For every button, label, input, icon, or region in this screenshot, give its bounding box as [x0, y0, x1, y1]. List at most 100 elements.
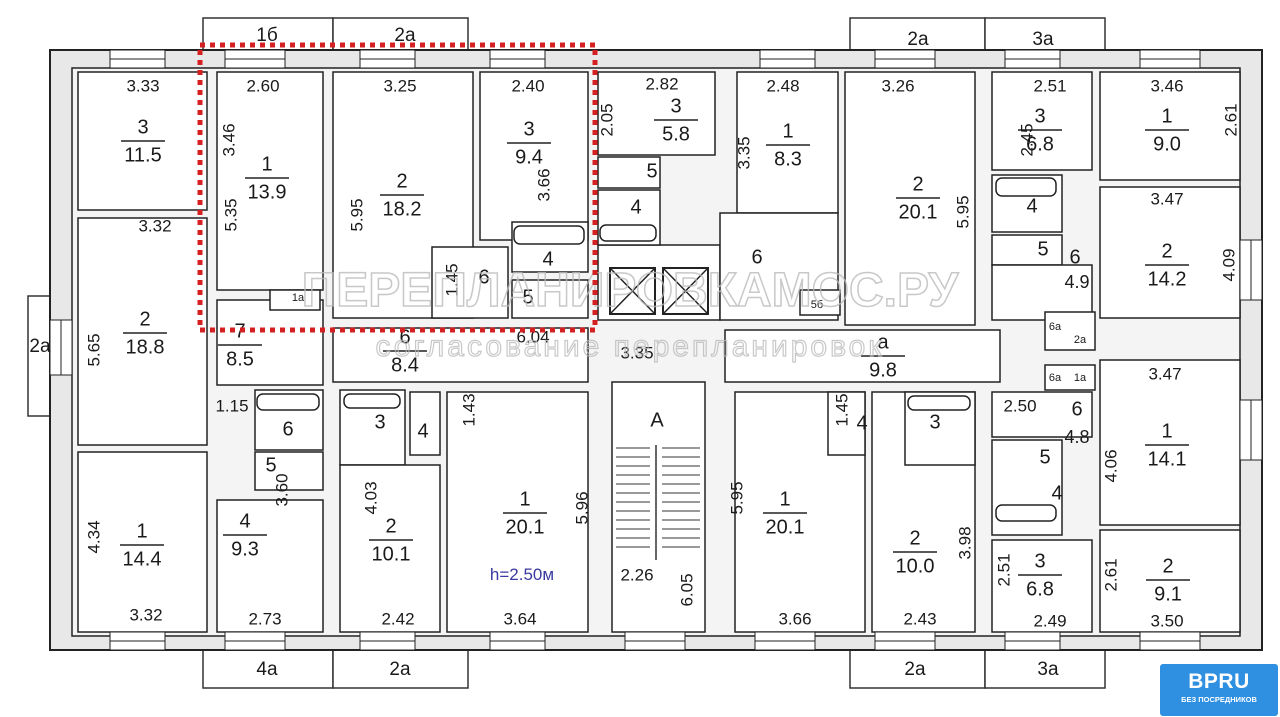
room-area: 14.4: [123, 548, 162, 570]
room-label: 1а: [292, 292, 305, 304]
bpru-logo[interactable]: BPRU БЕЗ ПОСРЕДНИКОВ: [1160, 664, 1278, 716]
room-number: а: [877, 331, 889, 353]
room-label: 4: [856, 412, 867, 434]
room-number: 2: [912, 173, 923, 195]
room-number: 2: [1161, 240, 1172, 262]
dimension-label: 2.26: [620, 565, 653, 584]
room-label: 6: [751, 246, 762, 268]
bathtub-icon: [513, 225, 585, 245]
dimension-label: 2.50: [1003, 396, 1036, 415]
room: [1099, 71, 1241, 181]
room-number: 2: [139, 308, 150, 330]
room: [611, 381, 706, 633]
balcony: [984, 649, 1106, 689]
dimension-label: 4.03: [361, 481, 380, 514]
balcony: [984, 17, 1106, 51]
room-area: 20.1: [766, 516, 805, 538]
room-number: 4: [239, 510, 250, 532]
room-label: 4: [417, 420, 428, 442]
dimension-label: 2.51: [1033, 76, 1066, 95]
dimension-label: 5.95: [727, 481, 746, 514]
fixtures: [49, 49, 1263, 651]
room-number: 2: [909, 527, 920, 549]
dimension-label: 3.47: [1150, 189, 1183, 208]
balcony-label: 2а: [904, 659, 926, 680]
room-label: 4.8: [1064, 427, 1089, 447]
room-area: 13.9: [248, 181, 287, 203]
room: [597, 156, 661, 189]
balcony-label: 2а: [394, 25, 416, 46]
dimension-label: 2.51: [994, 553, 1013, 586]
bathtub-icon: [599, 224, 657, 242]
room-area: 18.8: [126, 336, 165, 358]
room-label: 6а: [1049, 321, 1062, 333]
room-label: 5: [1037, 238, 1048, 260]
dimension-label: 3.98: [955, 526, 974, 559]
room-label: 4.9: [1064, 272, 1089, 292]
balcony-label: 1б: [256, 25, 278, 46]
room-area: 9.4: [515, 146, 543, 168]
dimension-label: 3.35: [734, 136, 753, 169]
room: [339, 464, 441, 633]
dimension-label: 2.73: [248, 609, 281, 628]
room-label: 4: [1026, 195, 1037, 217]
balcony: [849, 649, 986, 689]
dimension-label: 3.66: [778, 609, 811, 628]
room: [479, 71, 589, 241]
dimension-label: 2.49: [1033, 611, 1066, 630]
bathtub-icon: [995, 504, 1057, 522]
room-label: 4: [630, 196, 641, 218]
elevator-cross: [662, 267, 709, 315]
room-area: 20.1: [899, 201, 938, 223]
dimension-label: 1.45: [442, 263, 461, 296]
dimension-label: 3.50: [1150, 611, 1183, 630]
dimension-label: 6.05: [677, 573, 696, 606]
room-area: 8.4: [391, 354, 419, 376]
room-area: 11.5: [124, 144, 161, 166]
dimension-label: 2.82: [645, 74, 678, 93]
room: [1099, 186, 1241, 319]
dimension-label: 2.61: [1101, 558, 1120, 591]
dimension-label: 3.47: [1148, 364, 1181, 383]
room-area: 18.2: [383, 198, 422, 220]
balcony: [332, 649, 469, 689]
balcony-label: 2а: [29, 336, 51, 357]
dimension-label: 3.60: [272, 473, 291, 506]
room-number: 1: [519, 488, 530, 510]
room: [254, 451, 324, 491]
watermark-title: ПЕРЕПЛАНИРОВКАМОС.РУ: [302, 264, 960, 317]
dimension-label: 3.33: [126, 76, 159, 95]
room-number: 2: [1162, 555, 1173, 577]
room-number: 1: [779, 488, 790, 510]
room-number: 3: [1034, 550, 1045, 572]
room: [216, 71, 324, 291]
dimension-label: 4.09: [1219, 248, 1238, 281]
dimension-label: 2.05: [597, 103, 616, 136]
room-label: А: [650, 409, 664, 431]
room-number: 6: [399, 326, 410, 348]
dimension-label: 5.65: [84, 333, 103, 366]
dimension-label: 5.95: [953, 195, 972, 228]
room-area: 9.3: [231, 538, 259, 560]
room-number: 2: [385, 515, 396, 537]
balcony-label: 4а: [256, 659, 278, 680]
room: [431, 246, 509, 319]
room-number: 1: [1161, 105, 1172, 127]
dimension-label: 3.35: [620, 343, 653, 362]
balcony-label: 2а: [389, 659, 411, 680]
elevator-cross: [609, 267, 656, 315]
room-label: 3: [374, 411, 385, 433]
logo-name: BPRU: [1188, 670, 1250, 693]
room-area: 9.1: [1154, 583, 1182, 605]
room-number: 3: [1034, 105, 1045, 127]
room-label: 5: [646, 160, 657, 182]
dimension-label: 3.46: [219, 123, 238, 156]
room-label: 5: [1039, 446, 1050, 468]
room: [736, 71, 839, 214]
room-number: 3: [137, 116, 148, 138]
room-label: 5б: [811, 299, 823, 311]
room-label: 3: [929, 411, 940, 433]
bathtub-icon: [256, 393, 320, 411]
room-label: 6а: [1049, 372, 1062, 384]
